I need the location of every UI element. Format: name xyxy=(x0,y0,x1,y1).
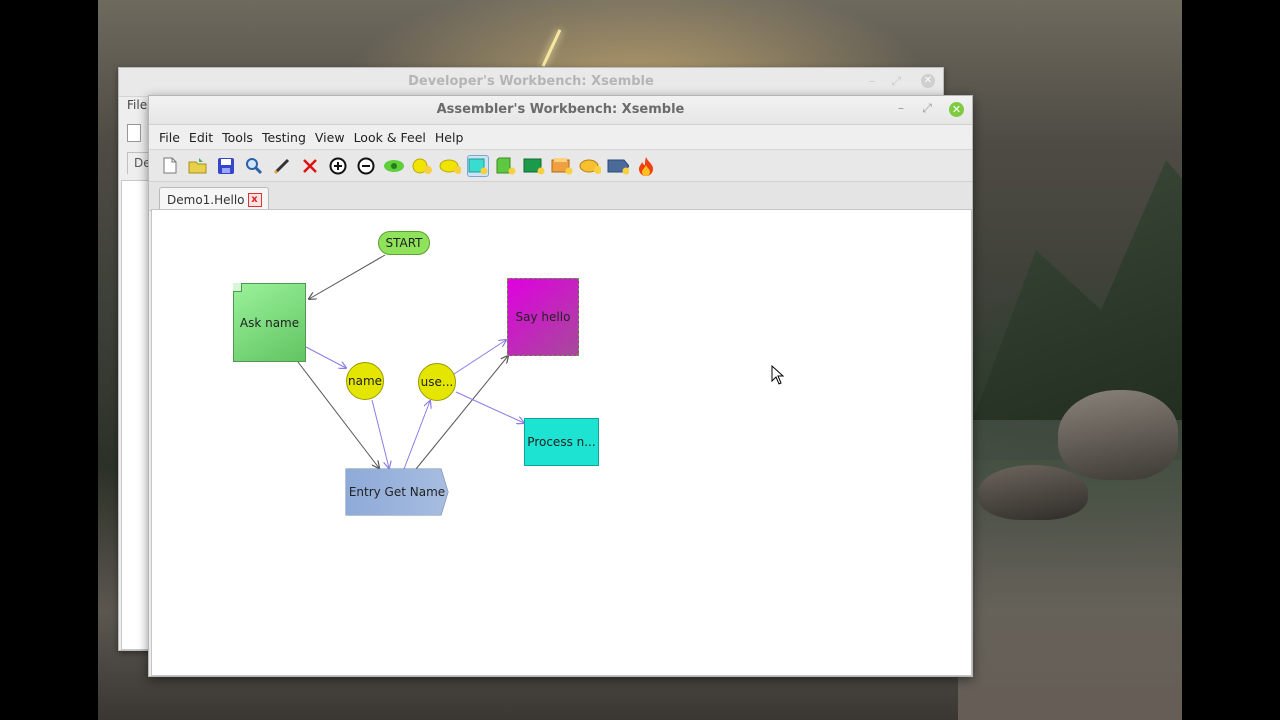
rock-decoration xyxy=(978,465,1088,520)
entry-get-name-node[interactable]: Entry Get Name xyxy=(346,469,448,515)
add-f-ellipse-icon[interactable] xyxy=(579,155,601,177)
process-node[interactable]: Process n... xyxy=(524,418,599,466)
menu-bar: File Edit Tools Testing View Look & Feel… xyxy=(149,125,972,149)
menu-help[interactable]: Help xyxy=(434,129,464,145)
back-window-title: Developer's Workbench: Xsemble xyxy=(408,74,654,89)
minimize-icon[interactable]: – xyxy=(869,74,875,88)
ask-name-node[interactable]: Ask name xyxy=(233,283,306,362)
edge-use-to-say[interactable] xyxy=(453,340,506,375)
use-variable-node[interactable]: use... xyxy=(418,363,456,401)
zoom-out-icon[interactable] xyxy=(355,155,377,177)
edge-entry-to-use[interactable] xyxy=(403,401,430,470)
diagram-canvas[interactable]: START Ask name Say hello name use... Pro… xyxy=(151,209,972,676)
window-titlebar[interactable]: Assembler's Workbench: Xsemble – ⤢ ✕ xyxy=(149,96,972,125)
mouse-pointer-icon xyxy=(771,365,785,385)
menu-look-and-feel[interactable]: Look & Feel xyxy=(353,129,426,145)
maximize-icon[interactable]: ⤢ xyxy=(922,101,932,115)
add-ellipse-icon[interactable] xyxy=(439,155,461,177)
search-icon[interactable] xyxy=(243,155,265,177)
assembler-workbench-window[interactable]: Assembler's Workbench: Xsemble – ⤢ ✕ Fil… xyxy=(148,95,973,677)
back-window-titlebar[interactable]: Developer's Workbench: Xsemble – ⤢ ✕ xyxy=(119,68,943,97)
pencil-icon[interactable] xyxy=(271,155,293,177)
open-folder-icon[interactable] xyxy=(187,155,209,177)
rock-decoration xyxy=(1058,390,1178,480)
zoom-in-icon[interactable] xyxy=(327,155,349,177)
add-green-rect-icon[interactable] xyxy=(523,155,545,177)
tab-demo1-hello[interactable]: Demo1.Hello x xyxy=(159,187,269,211)
add-orange-doc-icon[interactable] xyxy=(551,155,573,177)
maximize-icon[interactable]: ⤢ xyxy=(891,74,901,88)
window-title: Assembler's Workbench: Xsemble xyxy=(436,102,685,117)
save-icon[interactable] xyxy=(215,155,237,177)
document-tab-strip: Demo1.Hello x xyxy=(149,182,972,211)
lightning-decoration xyxy=(541,29,562,67)
menu-tools[interactable]: Tools xyxy=(222,129,253,145)
tab-label: Demo1.Hello xyxy=(167,192,245,207)
new-file-icon[interactable] xyxy=(159,155,181,177)
ask-node-fold xyxy=(233,283,242,292)
tab-close-icon[interactable]: x xyxy=(247,192,262,207)
edge-entry-to-say[interactable] xyxy=(415,356,508,470)
menu-edit[interactable]: Edit xyxy=(188,129,214,145)
start-node[interactable]: START xyxy=(378,231,430,255)
fire-icon[interactable] xyxy=(635,155,657,177)
edge-ask-to-name[interactable] xyxy=(305,346,346,368)
back-menu-file[interactable]: File xyxy=(127,98,148,112)
edge-name-to-entry[interactable] xyxy=(371,399,389,468)
say-hello-node[interactable]: Say hello xyxy=(507,278,579,356)
name-variable-node[interactable]: name xyxy=(346,362,384,400)
add-circle-icon[interactable] xyxy=(411,155,433,177)
add-rect-icon[interactable] xyxy=(467,154,489,177)
close-icon[interactable]: ✕ xyxy=(921,74,935,88)
menu-testing[interactable]: Testing xyxy=(261,129,306,145)
minimize-icon[interactable]: – xyxy=(898,101,904,115)
menu-file[interactable]: File xyxy=(159,129,180,145)
add-arrow-icon[interactable] xyxy=(607,155,629,177)
edge-start-to-ask[interactable] xyxy=(309,254,386,299)
new-file-icon[interactable] xyxy=(127,124,141,142)
edge-use-to-process[interactable] xyxy=(455,391,524,423)
delete-icon[interactable] xyxy=(299,155,321,177)
edge-ask-to-entry[interactable] xyxy=(297,361,379,468)
add-green-doc-icon[interactable] xyxy=(495,155,517,177)
eye-icon[interactable] xyxy=(383,155,405,177)
toolbar xyxy=(149,149,972,182)
menu-view[interactable]: View xyxy=(314,129,345,145)
close-icon[interactable]: ✕ xyxy=(949,102,964,117)
